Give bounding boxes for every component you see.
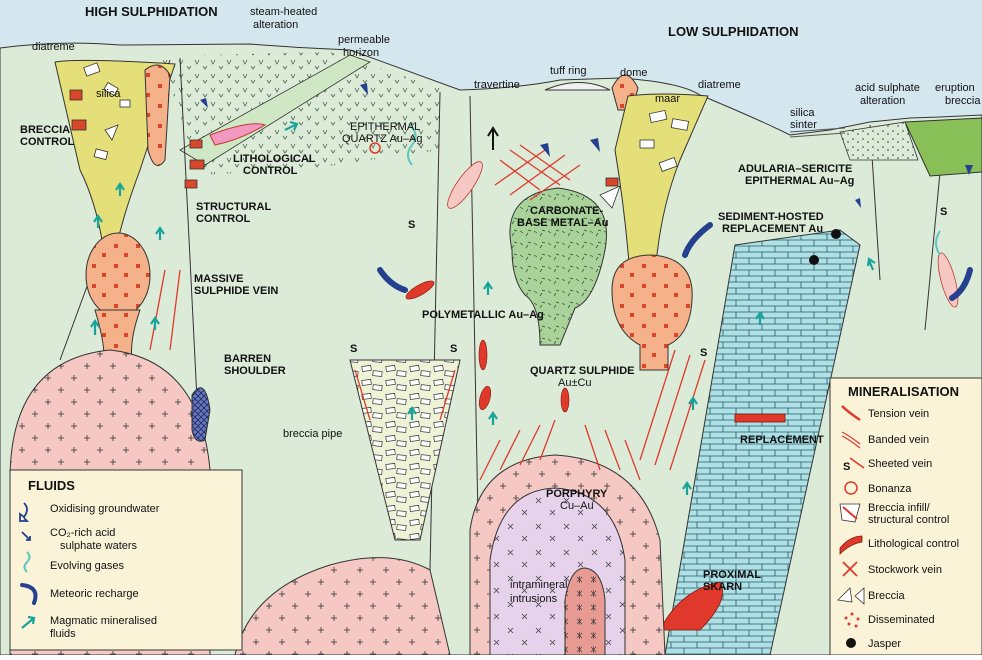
sheeted-s-mark-4: S (408, 219, 415, 231)
maar-label: maar (655, 93, 680, 105)
mineral-label-sheeted: Sheeted vein (868, 458, 932, 470)
lithological-control-label-1: LITHOLOGICAL (233, 153, 316, 165)
silica-sinter-label-2: sinter (790, 119, 817, 131)
silica-sinter-label-1: silica (790, 107, 815, 119)
epithermal-quartz-label-1: EPITHERMAL (350, 121, 420, 133)
mineral-label-breccia: Breccia (868, 590, 906, 602)
steam-heated-label-1: steam-heated (250, 6, 317, 18)
acid-sulphate-label-2: alteration (860, 95, 905, 107)
permeable-label-2: horizon (343, 47, 379, 59)
sheeted-vein-icon: S (843, 461, 850, 473)
fluid-label-meteoric: Meteoric recharge (50, 588, 139, 600)
heading-low-sulphidation: LOW SULPHIDATION (668, 24, 798, 39)
steam-heated-label-2: alteration (253, 19, 298, 31)
breccia-control-label-1: BRECCIA (20, 124, 70, 136)
intramineral-label-2: intrusions (510, 593, 558, 605)
sheeted-s-mark-5: S (940, 206, 947, 218)
replacement-label: REPLACEMENT (740, 434, 824, 446)
mineral-label-jasper: Jasper (868, 638, 901, 650)
intramineral-label-1: intramineral (510, 579, 567, 591)
sheeted-s-mark-3: S (700, 347, 707, 359)
epithermal-quartz-label-2: QUARTZ Au–Ag (342, 133, 423, 145)
mineral-label-breccia-infill-2: structural control (868, 514, 949, 526)
proximal-skarn-label-1: PROXIMAL (703, 569, 761, 581)
fluid-label-acid-1: CO₂-rich acid (50, 527, 115, 539)
fluid-label-magmatic-2: fluids (50, 628, 76, 640)
sediment-label-1: SEDIMENT-HOSTED (718, 211, 824, 223)
breccia-control-label-2: CONTROL (20, 136, 75, 148)
fluids-legend: FLUIDS Oxidising groundwater CO₂-rich ac… (10, 470, 242, 650)
structural-control-label-1: STRUCTURAL (196, 201, 271, 213)
silica-label: silica (96, 88, 121, 100)
mineral-label-disseminated: Disseminated (868, 614, 935, 626)
intramineral-intrusion (565, 568, 605, 655)
mineral-label-banded: Banded vein (868, 434, 929, 446)
mineral-label-breccia-infill-1: Breccia infill/ (868, 502, 931, 514)
massive-sulphide-label-2: SULPHIDE VEIN (194, 285, 278, 297)
proximal-skarn-label-2: SKARN (703, 581, 742, 593)
mineral-label-lithological: Lithological control (868, 538, 959, 550)
porphyry-label-1: PORPHYRY (546, 488, 608, 500)
polymetallic-label: POLYMETALLIC Au–Ag (422, 309, 544, 321)
adularia-label-1: ADULARIA–SERICITE (738, 163, 852, 175)
structural-control-label-2: CONTROL (196, 213, 251, 225)
adularia-label-2: EPITHERMAL Au–Ag (745, 175, 854, 187)
mineralisation-legend-title: MINERALISATION (848, 384, 959, 399)
porphyry-label-2: Cu–Au (560, 500, 594, 512)
lithological-control-label-2: CONTROL (243, 165, 298, 177)
mineral-label-bonanza: Bonanza (868, 483, 912, 495)
massive-sulphide-label-1: MASSIVE (194, 273, 244, 285)
fluid-label-oxidising: Oxidising groundwater (50, 503, 160, 515)
permeable-label-1: permeable (338, 34, 390, 46)
eruption-breccia-label-2: breccia (945, 95, 981, 107)
heading-high-sulphidation: HIGH SULPHIDATION (85, 4, 218, 19)
barren-shoulder-label-1: BARREN (224, 353, 271, 365)
carbonate-label-1: CARBONATE- (530, 205, 603, 217)
fluid-label-acid-2: sulphate waters (60, 540, 138, 552)
left-intrusion-bulb (86, 233, 150, 317)
mineralisation-legend: MINERALISATION Tension vein Banded vein … (830, 378, 982, 655)
travertine-label: travertine (474, 79, 520, 91)
fluid-label-gases: Evolving gases (50, 560, 124, 572)
jasper-icon (846, 638, 856, 648)
sheeted-s-mark-1: S (350, 343, 357, 355)
tuff-ring-label: tuff ring (550, 65, 587, 77)
diatreme-right-label: diatreme (698, 79, 741, 91)
fluid-label-magmatic-1: Magmatic mineralised (50, 615, 157, 627)
dome-label: dome (620, 67, 648, 79)
mineral-label-tension: Tension vein (868, 408, 929, 420)
acid-sulphate-label-1: acid sulphate (855, 82, 920, 94)
quartz-sulphide-label-2: Au±Cu (558, 377, 592, 389)
breccia-pipe-label: breccia pipe (283, 428, 342, 440)
carbonate-label-2: BASE METAL–Au (517, 217, 608, 229)
diatreme-left-label: diatreme (32, 41, 75, 53)
barren-shoulder-label-2: SHOULDER (224, 365, 286, 377)
sheeted-s-mark-2: S (450, 343, 457, 355)
mineral-label-stockwork: Stockwork vein (868, 564, 942, 576)
sediment-label-2: REPLACEMENT Au (722, 223, 823, 235)
quartz-sulphide-label-1: QUARTZ SULPHIDE (530, 365, 635, 377)
eruption-breccia-label-1: eruption (935, 82, 975, 94)
fluids-legend-title: FLUIDS (28, 478, 75, 493)
